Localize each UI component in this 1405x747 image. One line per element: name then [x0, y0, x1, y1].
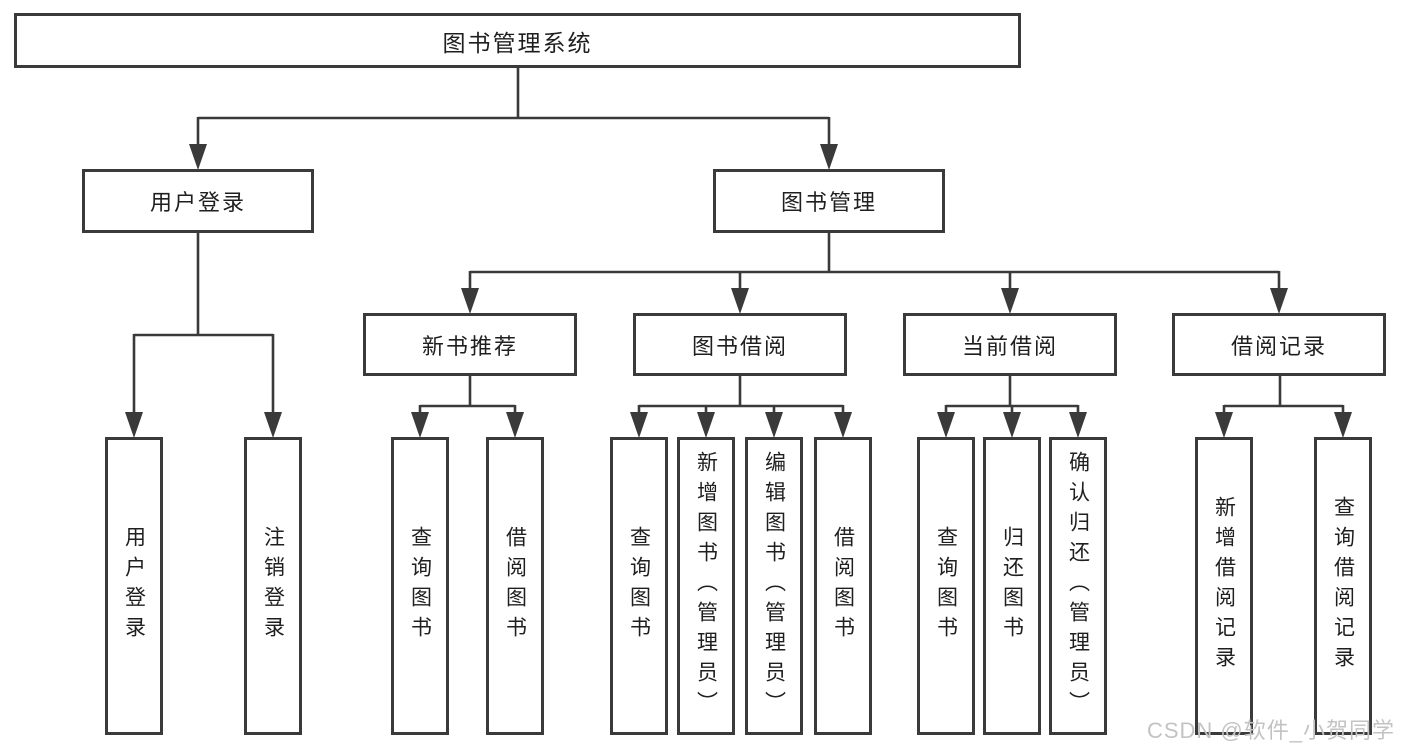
leaf-confirm-return-admin: 确认归还（管理员）: [1049, 437, 1107, 735]
node-current-borrow: 当前借阅: [903, 313, 1117, 376]
arrowhead: [264, 412, 282, 438]
arrowhead: [411, 412, 429, 438]
arrowhead: [834, 412, 852, 438]
leaf-logout: 注销登录: [244, 437, 302, 735]
arrowhead: [630, 412, 648, 438]
arrowhead: [1003, 412, 1021, 438]
leaf-query-books-recommend: 查询图书: [391, 437, 449, 735]
arrowhead: [1270, 288, 1288, 314]
arrowhead: [820, 144, 838, 170]
leaf-return-book: 归还图书: [983, 437, 1041, 735]
arrowhead: [1215, 412, 1233, 438]
arrowhead: [765, 412, 783, 438]
node-library-system: 图书管理系统: [14, 13, 1021, 68]
node-book-management: 图书管理: [713, 169, 945, 233]
csdn-watermark: CSDN @软件_小贺同学: [1146, 718, 1395, 743]
arrowhead: [461, 288, 479, 314]
arrowhead: [1001, 288, 1019, 314]
leaf-query-books-current: 查询图书: [917, 437, 975, 735]
node-new-book-recommend: 新书推荐: [363, 313, 577, 376]
arrowhead: [1069, 412, 1087, 438]
leaf-borrow-books: 借阅图书: [814, 437, 872, 735]
arrowhead: [937, 412, 955, 438]
arrowhead: [506, 412, 524, 438]
leaf-edit-book-admin: 编辑图书（管理员）: [745, 437, 803, 735]
arrowhead: [125, 412, 143, 438]
arrowhead: [189, 144, 207, 170]
leaf-user-login: 用户登录: [105, 437, 163, 735]
leaf-add-borrow-record: 新增借阅记录: [1195, 437, 1253, 735]
node-borrow-records: 借阅记录: [1172, 313, 1386, 376]
node-book-borrow: 图书借阅: [633, 313, 847, 376]
leaf-borrow-books-recommend: 借阅图书: [486, 437, 544, 735]
arrowhead: [697, 412, 715, 438]
leaf-query-books-borrow: 查询图书: [610, 437, 668, 735]
arrowhead: [1334, 412, 1352, 438]
node-user-login: 用户登录: [82, 169, 314, 233]
leaf-add-book-admin: 新增图书（管理员）: [677, 437, 735, 735]
arrowhead: [731, 288, 749, 314]
leaf-query-borrow-record: 查询借阅记录: [1314, 437, 1372, 735]
